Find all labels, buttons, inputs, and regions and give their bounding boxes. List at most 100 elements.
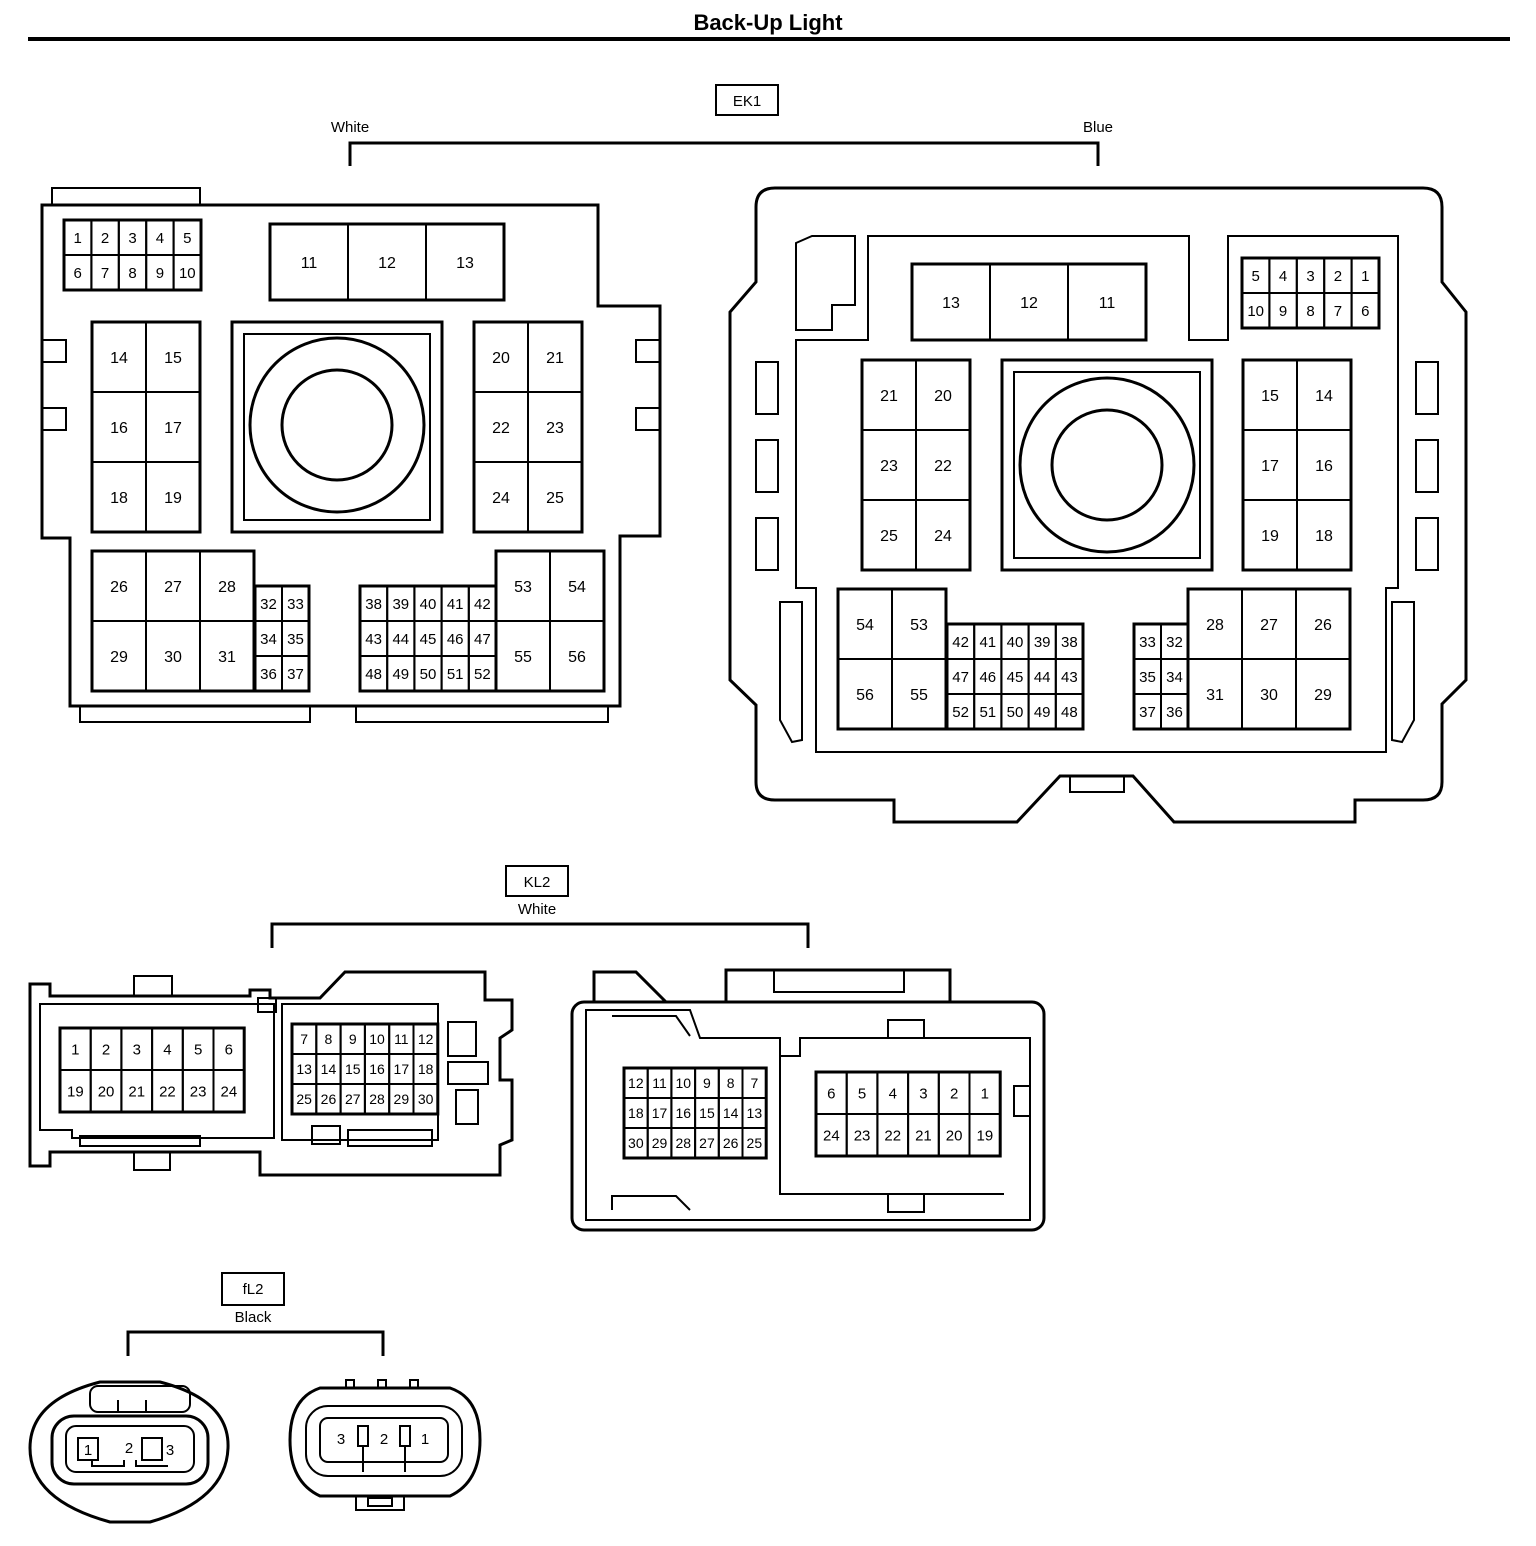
pin-label: 24 — [823, 1127, 840, 1144]
pin-label: 28 — [1206, 617, 1224, 634]
pin-label: 29 — [110, 649, 128, 666]
pin-label: 20 — [946, 1127, 963, 1144]
pin-label: 1 — [71, 1041, 79, 1058]
pin-label: 4 — [1279, 268, 1287, 285]
pin-label: 42 — [474, 596, 491, 613]
pin-label: 39 — [1034, 634, 1051, 651]
pin-label: 27 — [1260, 617, 1278, 634]
block-outline — [1186, 587, 1352, 731]
pin-label: 17 — [652, 1105, 668, 1121]
pin-label: 49 — [1034, 704, 1051, 721]
pin-label: 54 — [856, 617, 874, 634]
pin-label: 8 — [1306, 303, 1314, 320]
kl2-code-label: KL2 — [524, 874, 551, 891]
pin-label: 7 — [750, 1075, 758, 1091]
pin-label: 4 — [889, 1085, 897, 1102]
pin-label: 6 — [1361, 303, 1369, 320]
pin-label: 38 — [365, 596, 382, 613]
pin-label: 6 — [225, 1041, 233, 1058]
pin-label: 13 — [942, 295, 960, 312]
pin-label: 11 — [1099, 295, 1116, 312]
pin-label: 22 — [492, 420, 510, 437]
pin-label: 51 — [447, 666, 464, 683]
pin-label: 43 — [365, 631, 382, 648]
pin-label: 15 — [1261, 388, 1279, 405]
pin-label: 20 — [492, 350, 510, 367]
pin-label: 29 — [1314, 687, 1332, 704]
pin-label: 33 — [287, 596, 304, 613]
pin-label: 14 — [723, 1105, 739, 1121]
pin-label: 15 — [699, 1105, 715, 1121]
block-outline — [90, 320, 202, 534]
pin-label: 28 — [369, 1091, 385, 1107]
pin-label: 29 — [652, 1135, 668, 1151]
block-outline — [290, 1022, 440, 1116]
pin-label: 1 — [74, 230, 82, 247]
kl2-left-housing — [28, 970, 514, 1177]
ek1-white-view-label: White — [331, 119, 369, 136]
pin-label: 19 — [67, 1083, 84, 1100]
pin-label: 35 — [1139, 669, 1156, 686]
pin-label: 25 — [296, 1091, 312, 1107]
pin-label: 50 — [1007, 704, 1024, 721]
pin-label: 12 — [418, 1031, 434, 1047]
pin-label: 53 — [910, 617, 928, 634]
pin-label: 27 — [699, 1135, 715, 1151]
pin-label: 17 — [164, 420, 182, 437]
pin-label: 29 — [394, 1091, 410, 1107]
block-outline — [62, 218, 203, 292]
pin-label: 7 — [101, 265, 109, 282]
fl2-left-pin-2: 2 — [125, 1440, 133, 1457]
pin-label: 9 — [156, 265, 164, 282]
title-rule — [28, 37, 1510, 41]
pin-label: 9 — [349, 1031, 357, 1047]
pin-label: 52 — [952, 704, 969, 721]
pin-label: 42 — [952, 634, 969, 651]
pin-label: 26 — [110, 579, 128, 596]
fl2-right-pin-3: 3 — [337, 1431, 345, 1448]
pin-label: 2 — [101, 230, 109, 247]
pin-label: 10 — [675, 1075, 691, 1091]
pin-label: 23 — [854, 1127, 871, 1144]
pin-label: 24 — [221, 1083, 238, 1100]
pin-label: 16 — [1315, 458, 1333, 475]
pin-label: 20 — [98, 1083, 115, 1100]
pin-label: 33 — [1139, 634, 1156, 651]
pin-label: 24 — [934, 528, 952, 545]
fl2-left-pin-1: 1 — [84, 1442, 92, 1459]
pin-label: 9 — [703, 1075, 711, 1091]
pin-label: 43 — [1061, 669, 1078, 686]
pin-label: 25 — [880, 528, 898, 545]
pin-label: 40 — [1007, 634, 1024, 651]
pin-label: 16 — [675, 1105, 691, 1121]
pin-label: 37 — [287, 666, 304, 683]
pin-label: 7 — [1334, 303, 1342, 320]
fl2-label-box — [221, 1272, 285, 1306]
pin-label: 22 — [159, 1083, 176, 1100]
pin-label: 3 — [133, 1041, 141, 1058]
pin-label: 34 — [260, 631, 277, 648]
pin-label: 27 — [345, 1091, 361, 1107]
pin-label: 32 — [1166, 634, 1183, 651]
pin-label: 23 — [546, 420, 564, 437]
pin-label: 19 — [1261, 528, 1279, 545]
pin-label: 44 — [1034, 669, 1051, 686]
ek1-blue-housing — [728, 186, 1468, 824]
pin-label: 25 — [546, 490, 564, 507]
pin-label: 13 — [296, 1061, 312, 1077]
pin-label: 16 — [110, 420, 128, 437]
pin-label: 23 — [880, 458, 898, 475]
pin-label: 22 — [934, 458, 952, 475]
ek1-bracket — [348, 141, 1100, 166]
pin-label: 22 — [884, 1127, 901, 1144]
